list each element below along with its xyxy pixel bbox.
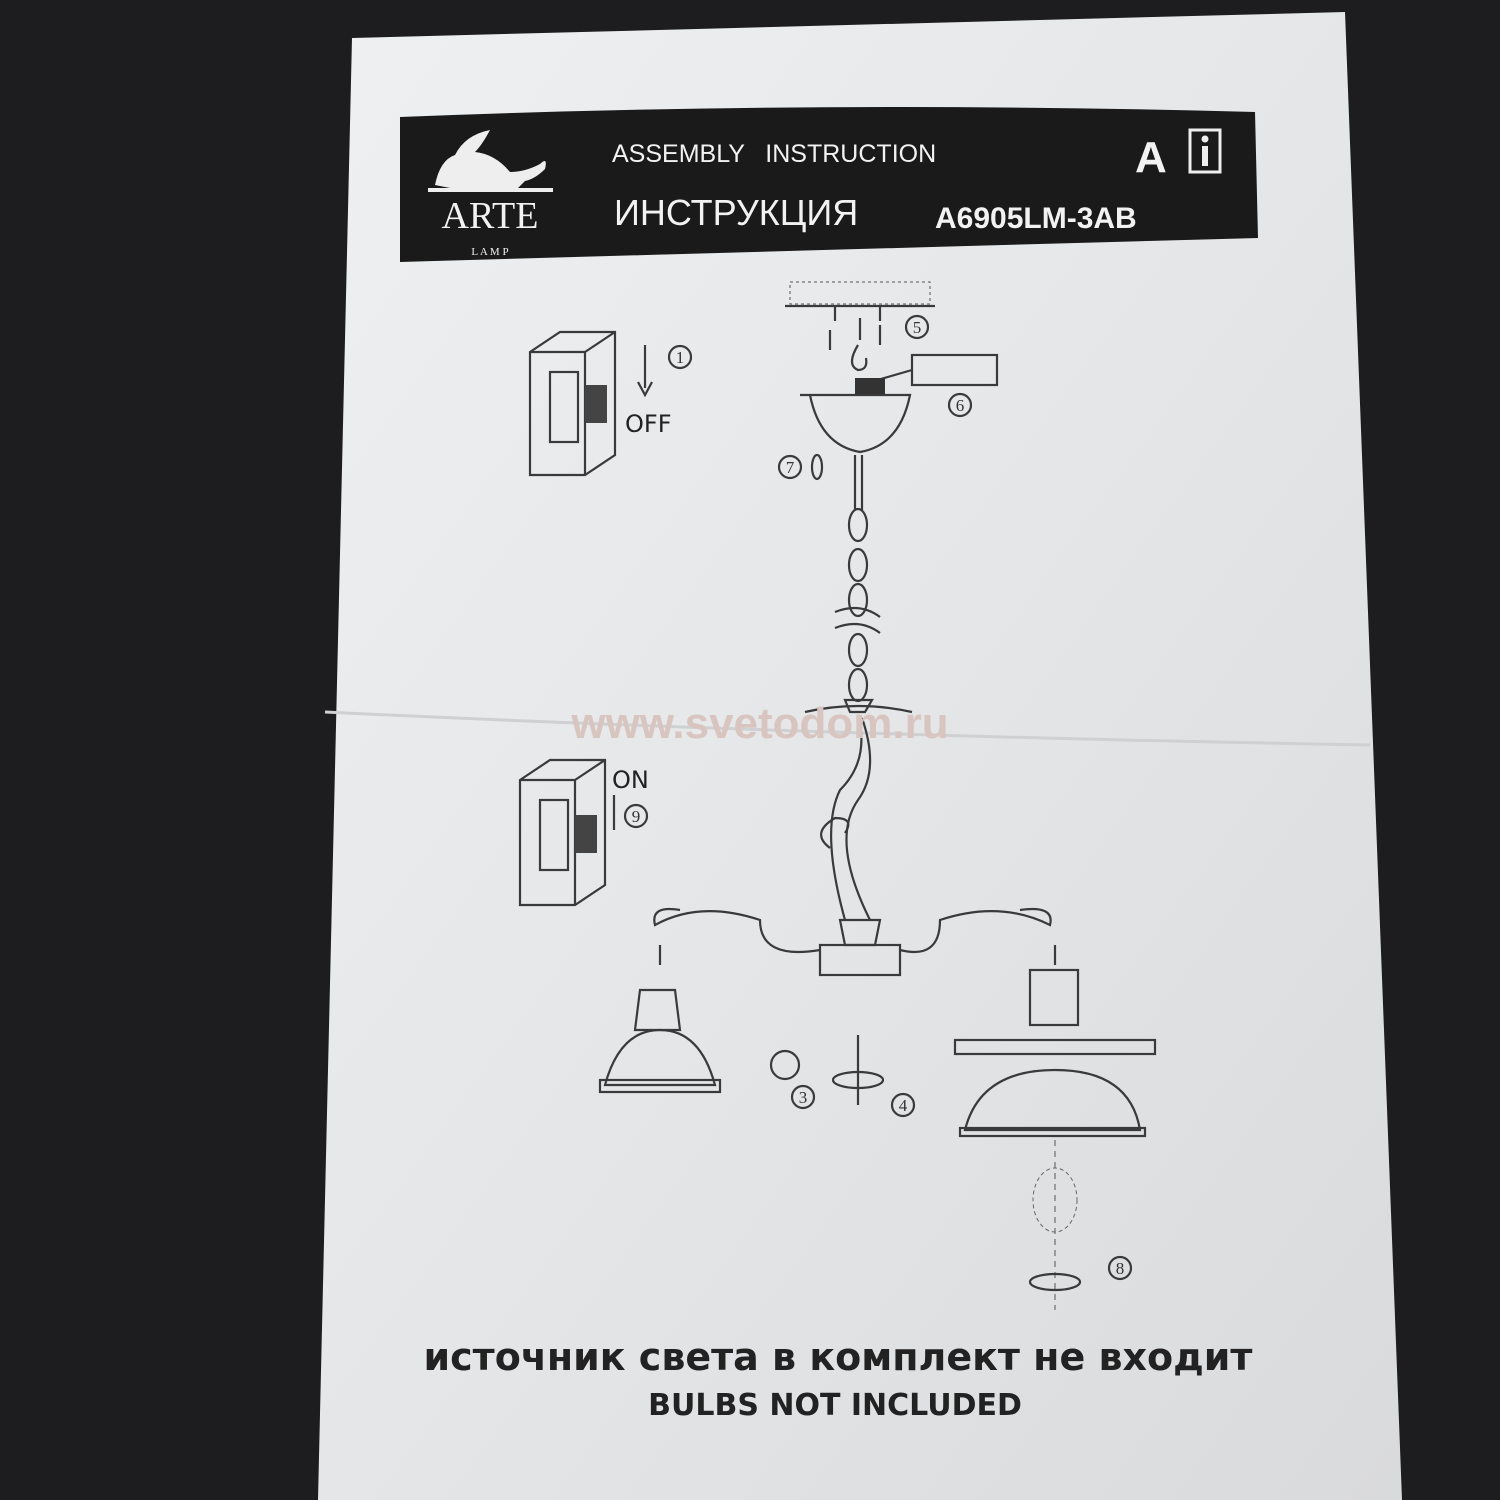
step-number: 8 [1116,1259,1125,1278]
badge-letter: A [1135,133,1167,182]
title-ru: ИНСТРУКЦИЯ [614,192,858,233]
ceiling-mount-illustration: 5 6 7 [777,281,999,510]
header-band: ARTE L A M P ASSEMBLY INSTRUCTION ИНСТРУ… [400,107,1258,262]
info-book-icon [1188,128,1222,174]
step-number: 5 [913,318,922,337]
step-number: 3 [799,1088,808,1107]
step-number: 6 [956,396,965,415]
chandelier-illustration: 8 3 4 [598,714,1157,1310]
step-number: 1 [676,348,685,367]
watermark-text: www.svetodom.ru [570,699,948,748]
switch-on-illustration: 9 ON [518,758,649,907]
griffin-logo-icon [428,130,553,192]
step-number: 4 [899,1096,908,1115]
step-number: 7 [786,458,795,477]
notice-ru: источник света в комплект не входит [424,1335,1253,1379]
model-number: A6905LM-3AB [935,202,1137,235]
on-label: ON [612,766,649,794]
off-label: OFF [625,410,672,438]
notice-en: BULBS NOT INCLUDED [648,1388,1022,1423]
paper-fold [324,710,1371,747]
brand-sub-text: L A M P [471,246,508,258]
step-number: 9 [632,807,641,826]
switch-off-illustration: 1 OFF [528,330,693,477]
brand-logo-text: ARTE [442,195,539,237]
title-en: ASSEMBLY INSTRUCTION [612,140,936,168]
chain-illustration [804,507,913,714]
